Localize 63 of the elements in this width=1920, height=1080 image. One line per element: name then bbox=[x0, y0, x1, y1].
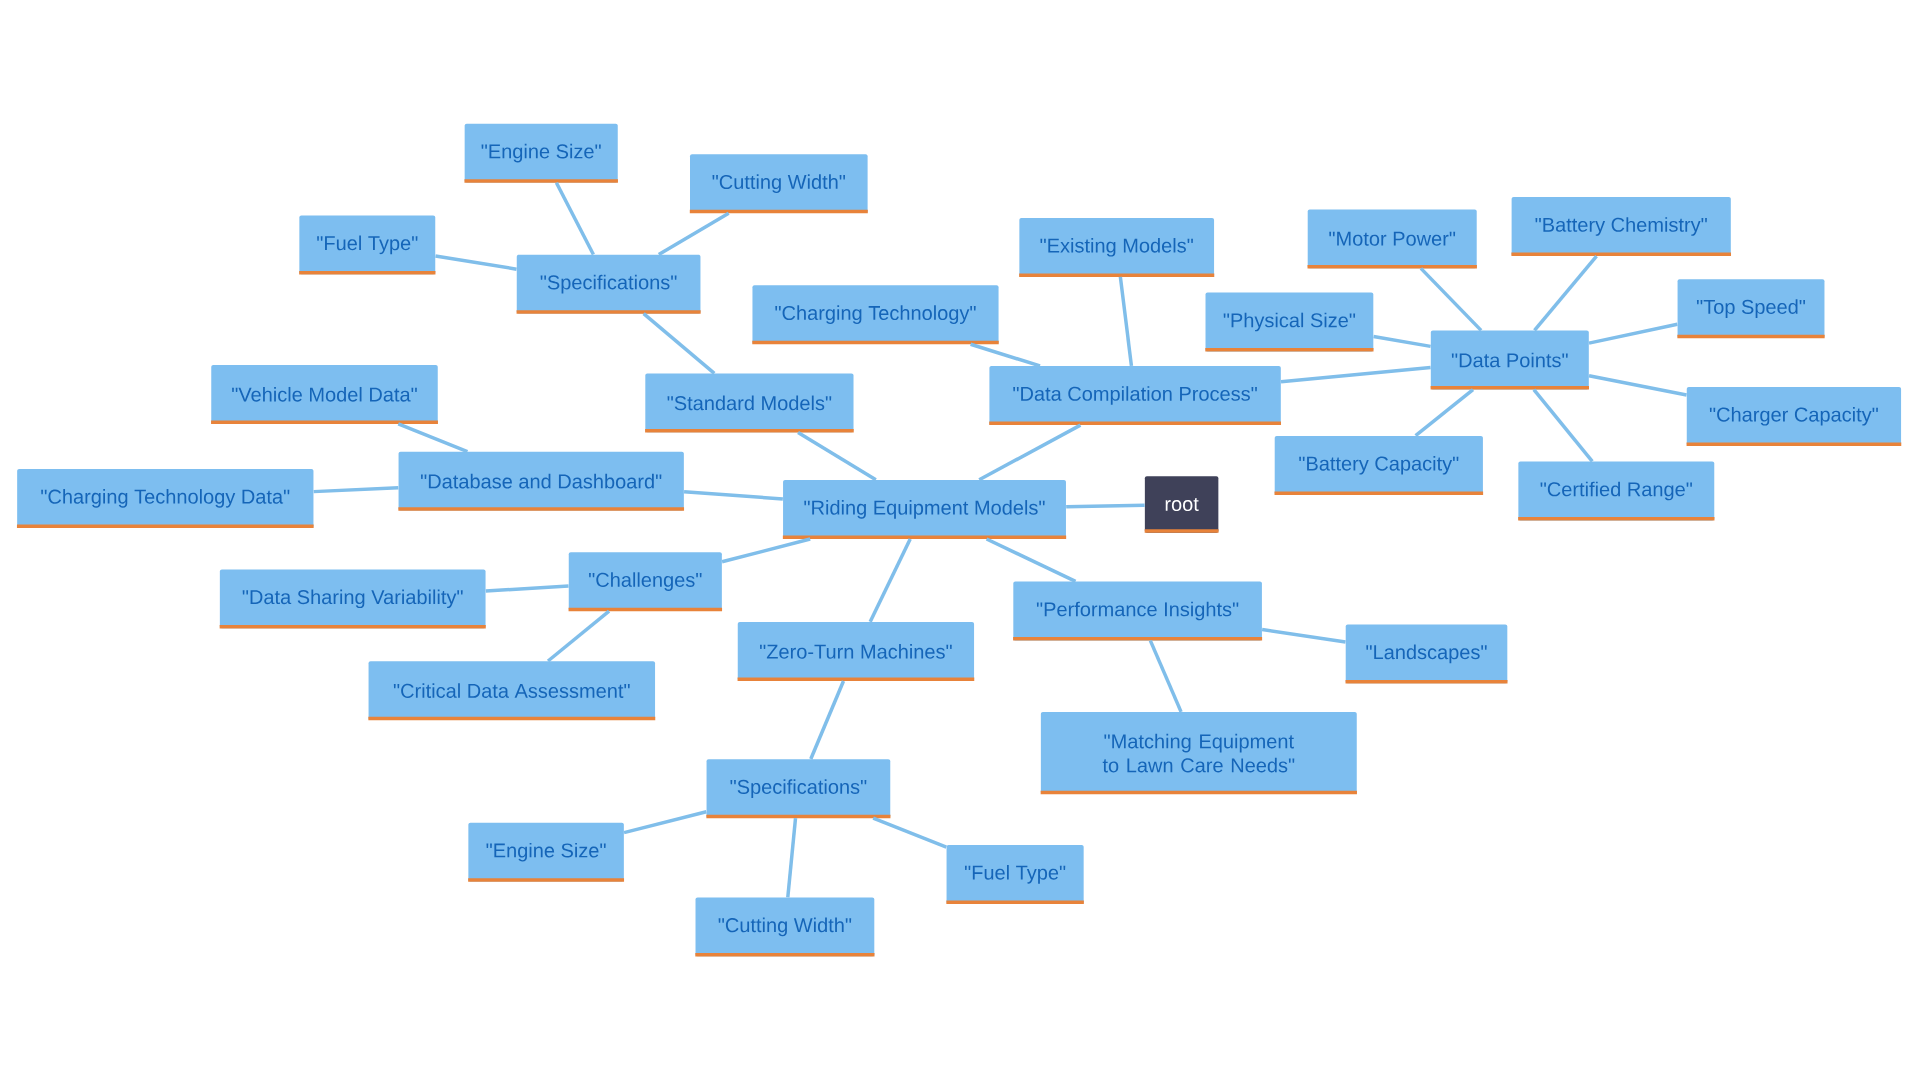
connector-line bbox=[485, 584, 569, 593]
topic-box: "Existing Models" bbox=[1019, 217, 1215, 277]
connector-line bbox=[1118, 276, 1134, 367]
topic-box: "Fuel Type" bbox=[299, 215, 436, 275]
topic-box: "Fuel Type" bbox=[946, 844, 1084, 904]
topic-box: "Engine Size" bbox=[464, 123, 618, 183]
connector-line bbox=[721, 537, 811, 564]
connector-line bbox=[642, 312, 716, 375]
topic-box: "Data Compilation Process" bbox=[989, 366, 1281, 426]
topic-box: "Database and Dashboard" bbox=[398, 451, 685, 511]
connector-line bbox=[985, 537, 1077, 583]
connector-line bbox=[1066, 503, 1145, 509]
topic-box: "Specifications" bbox=[706, 759, 891, 819]
connector-line bbox=[809, 680, 846, 760]
connector-line bbox=[1148, 639, 1183, 713]
topic-box: "Top Speed" bbox=[1677, 279, 1825, 339]
connector-line bbox=[546, 609, 611, 663]
connector-line bbox=[1419, 267, 1483, 332]
connector-line bbox=[978, 423, 1082, 482]
topic-box: "Engine Size" bbox=[468, 822, 625, 882]
topic-box: "Vehicle Model Data" bbox=[211, 364, 438, 424]
connector-line bbox=[1414, 388, 1475, 438]
root-box: root bbox=[1144, 476, 1219, 533]
connector-line bbox=[1532, 388, 1594, 463]
topic-box: "Cutting Width" bbox=[689, 154, 868, 214]
connector-line bbox=[397, 422, 469, 454]
topic-box: "Charging Technology" bbox=[752, 285, 999, 345]
topic-box: "Charging Technology Data" bbox=[16, 469, 314, 528]
connector-line bbox=[872, 816, 947, 849]
connector-line bbox=[1373, 334, 1431, 349]
connector-line bbox=[435, 254, 517, 271]
connector-line bbox=[1261, 627, 1346, 644]
connector-line bbox=[623, 810, 707, 835]
connector-line bbox=[1280, 365, 1431, 384]
topic-box: "Motor Power" bbox=[1307, 209, 1477, 269]
connector-line bbox=[1588, 322, 1678, 345]
topic-box: "Critical Data Assessment" bbox=[368, 661, 656, 721]
connector-line bbox=[1588, 373, 1687, 397]
topic-box: "Landscapes" bbox=[1345, 624, 1508, 684]
topic-box: "Standard Models" bbox=[645, 373, 854, 433]
connector-line bbox=[970, 342, 1041, 368]
connector-line bbox=[657, 211, 730, 256]
connector-line bbox=[868, 538, 912, 623]
topic-box: "Riding Equipment Models" bbox=[782, 480, 1067, 539]
topic-box: "Battery Capacity" bbox=[1274, 435, 1484, 495]
topic-box: "Battery Chemistry" bbox=[1511, 197, 1731, 257]
connector-line bbox=[554, 181, 595, 256]
topic-box: "Performance Insights" bbox=[1013, 581, 1263, 641]
topic-box: "Zero-Turn Machines" bbox=[737, 622, 975, 681]
connector-line bbox=[797, 431, 877, 482]
connector-line bbox=[683, 489, 783, 501]
topic-box: "Challenges" bbox=[568, 552, 723, 612]
topic-box: "Charger Capacity" bbox=[1686, 386, 1902, 446]
connector-line bbox=[1533, 254, 1598, 332]
topic-box: "Data Sharing Variability" bbox=[219, 569, 486, 629]
topic-box: "Cutting Width" bbox=[695, 897, 875, 957]
topic-box: "Matching Equipment to Lawn Care Needs" bbox=[1040, 712, 1357, 795]
topic-box: "Certified Range" bbox=[1518, 461, 1715, 521]
connector-line bbox=[786, 818, 798, 898]
connector-line bbox=[313, 486, 399, 494]
topic-box: "Specifications" bbox=[516, 254, 701, 314]
topic-box: "Data Points" bbox=[1430, 330, 1589, 390]
topic-box: "Physical Size" bbox=[1205, 292, 1374, 352]
